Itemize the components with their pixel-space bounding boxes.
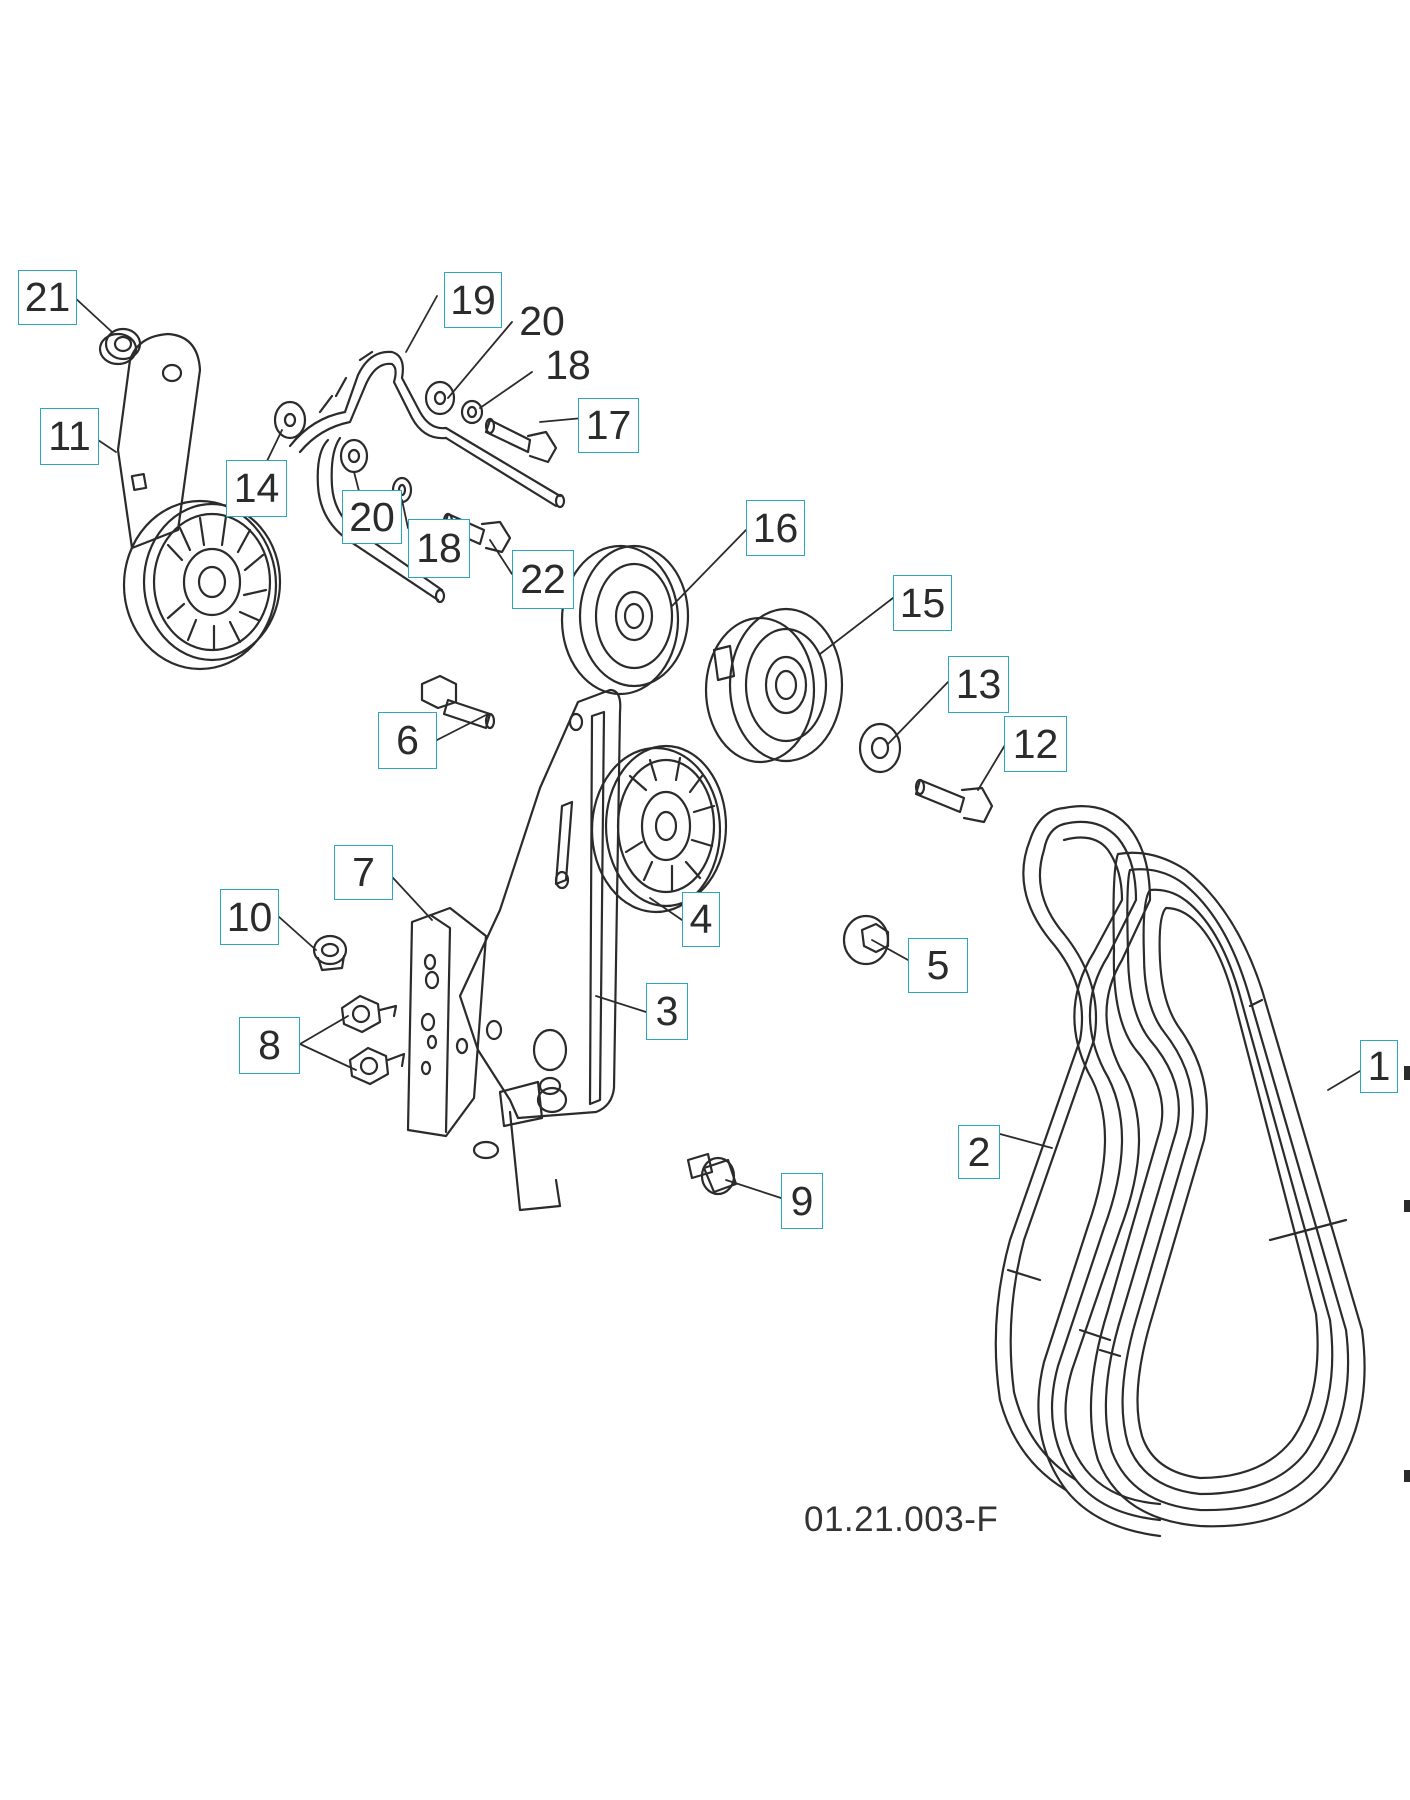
callout-12[interactable]: 12 xyxy=(1004,716,1067,772)
callout-7[interactable]: 7 xyxy=(334,845,393,900)
part-14-washer xyxy=(273,400,307,440)
part-12-bolt xyxy=(914,778,994,824)
callout-22[interactable]: 22 xyxy=(512,550,574,609)
callout-14[interactable]: 14 xyxy=(226,460,287,517)
callout-15[interactable]: 15 xyxy=(893,575,952,631)
part-9-bolt xyxy=(686,1152,738,1196)
part-17-bolt xyxy=(484,417,558,464)
part-20-washer-lower xyxy=(339,438,369,474)
part-21-nut xyxy=(98,327,142,366)
callout-21[interactable]: 21 xyxy=(18,270,77,325)
part-16-pulley xyxy=(560,544,690,696)
callout-19[interactable]: 19 xyxy=(444,272,502,328)
callout-9[interactable]: 9 xyxy=(781,1173,823,1229)
part-20-washer-upper xyxy=(424,380,456,416)
callout-13[interactable]: 13 xyxy=(948,656,1009,713)
part-1-belt xyxy=(1089,851,1366,1528)
part-11-idler-arm xyxy=(116,332,282,671)
callout-2[interactable]: 2 xyxy=(958,1125,1000,1179)
callout-3[interactable]: 3 xyxy=(646,983,688,1040)
part-13-washer xyxy=(858,722,902,774)
callout-20-upper: 20 xyxy=(519,297,565,344)
part-4-pulley xyxy=(590,744,728,914)
figure-reference: 01.21.003-F xyxy=(804,1500,999,1539)
part-6-bolt xyxy=(420,674,496,730)
callout-10[interactable]: 10 xyxy=(220,889,279,945)
callout-1[interactable]: 1 xyxy=(1360,1040,1398,1093)
part-5-flange-nut xyxy=(842,914,890,966)
callout-5[interactable]: 5 xyxy=(908,938,968,993)
callout-16[interactable]: 16 xyxy=(746,500,805,556)
part-8-nut-lower xyxy=(348,1046,406,1086)
callout-18-upper: 18 xyxy=(545,341,591,388)
part-18-nut-upper xyxy=(460,399,484,425)
part-15-pulley xyxy=(704,607,844,764)
callout-4[interactable]: 4 xyxy=(682,892,720,947)
callout-17[interactable]: 17 xyxy=(578,398,639,453)
part-3-tension-bracket xyxy=(458,688,622,1212)
callout-20-lower[interactable]: 20 xyxy=(342,490,402,544)
part-10-nut xyxy=(312,934,348,972)
callout-8[interactable]: 8 xyxy=(239,1017,300,1074)
part-2-belt xyxy=(994,805,1162,1538)
edge-marks xyxy=(1404,1066,1410,1482)
callout-11[interactable]: 11 xyxy=(40,408,99,465)
part-7-bracket xyxy=(406,906,488,1138)
part-8-nut-upper xyxy=(340,994,398,1034)
callout-6[interactable]: 6 xyxy=(378,712,437,769)
callout-18-lower[interactable]: 18 xyxy=(408,519,470,578)
